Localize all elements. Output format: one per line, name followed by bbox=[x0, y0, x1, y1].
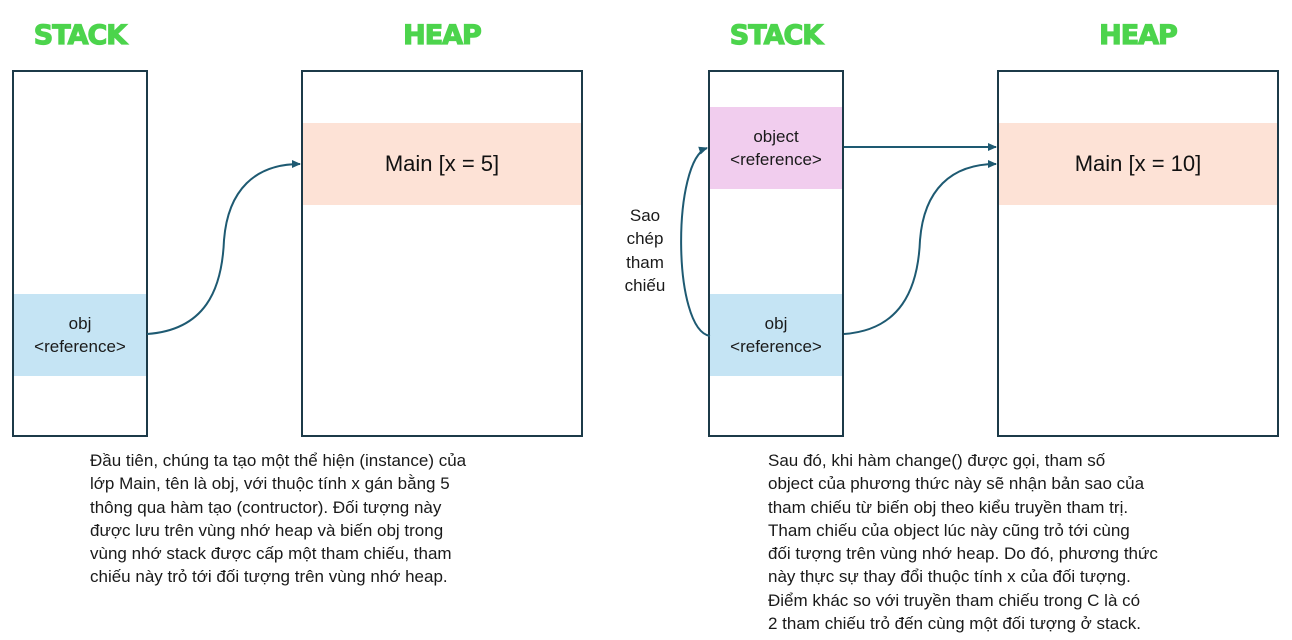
reference-name: obj bbox=[764, 314, 788, 333]
caption-line: chiếu này trỏ tới đối tượng trên vùng nh… bbox=[90, 567, 448, 587]
caption-line: lớp Main, tên là obj, với thuộc tính x g… bbox=[90, 474, 450, 494]
right-obj-to-heap-arrow bbox=[843, 160, 997, 335]
reference-type: <reference> bbox=[34, 337, 126, 356]
right-heap-title: HEAP bbox=[1099, 19, 1179, 51]
left-heap-title: HEAP bbox=[403, 19, 483, 51]
caption-line: tham chiếu từ biến obj theo kiểu truyền … bbox=[768, 497, 1129, 517]
side-label-line: Sao bbox=[629, 206, 661, 225]
side-label-line: chiếu bbox=[624, 275, 666, 295]
caption-line: Tham chiếu của object lúc này cũng trỏ t… bbox=[768, 520, 1130, 540]
reference-name: obj bbox=[68, 314, 92, 333]
right-stack-obj-reference: obj <reference> bbox=[710, 294, 842, 376]
right-heap-object: Main [x = 10] bbox=[999, 123, 1277, 205]
heap-object-label: Main [x = 10] bbox=[1074, 151, 1202, 176]
caption-line: thông qua hàm tạo (contructor). Đối tượn… bbox=[90, 497, 442, 517]
left-obj-to-heap-arrow bbox=[146, 160, 301, 335]
caption-line: 2 tham chiếu trỏ đến cùng một đối tượng … bbox=[768, 614, 1141, 634]
left-stack-obj-reference: obj <reference> bbox=[14, 294, 146, 376]
caption-line: object của phương thức này sẽ nhận bản s… bbox=[768, 474, 1145, 494]
caption-line: Điểm khác so với truyền tham chiếu trong… bbox=[768, 590, 1141, 610]
reference-type: <reference> bbox=[730, 150, 822, 169]
caption-line: đối tượng trên vùng nhớ heap. Do đó, phư… bbox=[768, 544, 1158, 564]
reference-name: object bbox=[753, 127, 799, 146]
copy-reference-label: Sao chép tham chiếu bbox=[615, 204, 675, 297]
caption-line: Đầu tiên, chúng ta tạo một thể hiện (ins… bbox=[90, 451, 467, 470]
heap-object-label: Main [x = 5] bbox=[384, 151, 500, 176]
caption-line: này thực sự thay đổi thuộc tính x của đố… bbox=[768, 567, 1131, 587]
caption-line: được lưu trên vùng nhớ heap và biến obj … bbox=[90, 520, 444, 540]
left-caption: Đầu tiên, chúng ta tạo một thể hiện (ins… bbox=[90, 449, 530, 589]
side-label-line: chép bbox=[626, 229, 664, 249]
left-stack-title: STACK bbox=[33, 19, 128, 51]
left-heap-object: Main [x = 5] bbox=[303, 123, 581, 205]
caption-line: Sau đó, khi hàm change() được gọi, tham … bbox=[768, 451, 1106, 470]
reference-type: <reference> bbox=[730, 337, 822, 356]
caption-line: vùng nhớ stack được cấp một tham chiếu, … bbox=[90, 544, 452, 564]
copy-reference-arrow bbox=[680, 146, 711, 337]
right-caption: Sau đó, khi hàm change() được gọi, tham … bbox=[768, 449, 1238, 635]
right-stack-object-reference: object <reference> bbox=[710, 107, 842, 189]
side-label-line: tham bbox=[626, 252, 664, 272]
right-stack-title: STACK bbox=[729, 19, 824, 51]
